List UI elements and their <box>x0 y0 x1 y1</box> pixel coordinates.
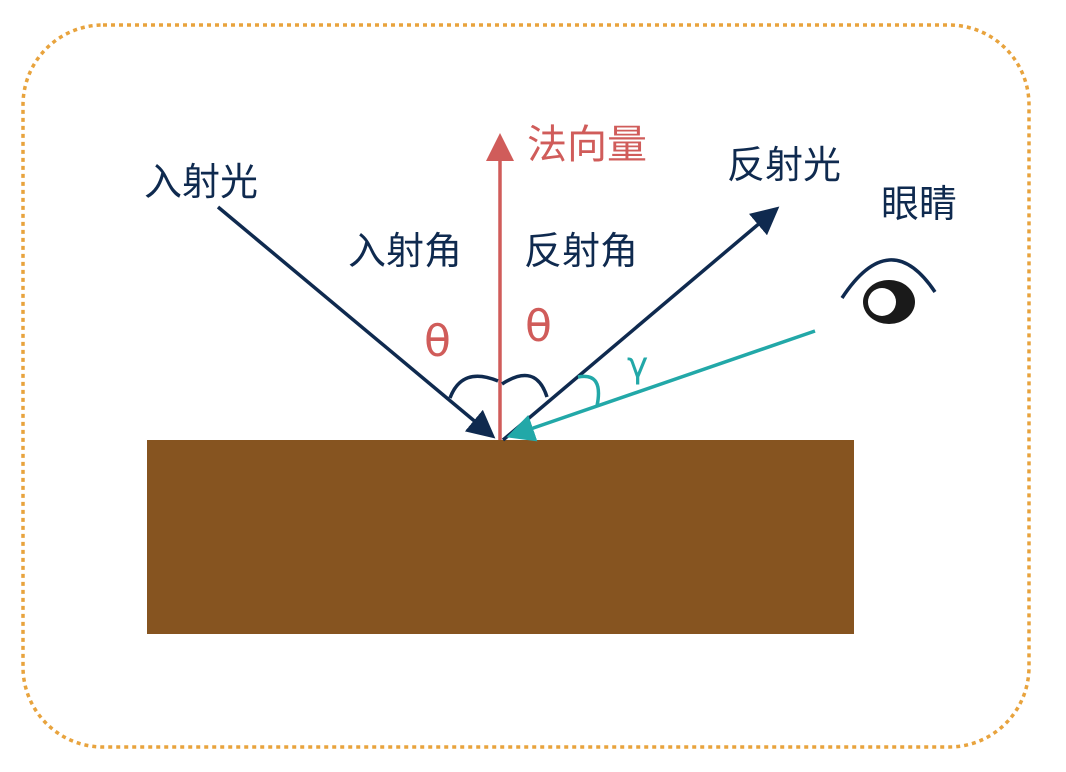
eye-icon <box>840 258 937 324</box>
dotted-border <box>21 23 1031 749</box>
theta-right-label: θ <box>525 301 552 352</box>
incident-light-label: 入射光 <box>144 160 258 204</box>
reflection-angle-arc <box>501 373 549 398</box>
gamma-angle-arc <box>577 374 601 407</box>
view-ray <box>506 329 816 442</box>
incident-ray <box>216 205 496 439</box>
incident-angle-label: 入射角 <box>348 229 462 273</box>
theta-left-label: θ <box>424 316 451 367</box>
normal-vector-label: 法向量 <box>527 122 647 168</box>
gamma-label: γ <box>627 345 648 386</box>
reflected-light-label: 反射光 <box>727 143 841 187</box>
eye-label: 眼睛 <box>881 182 957 226</box>
incident-angle-arc <box>448 374 499 399</box>
reflected-ray <box>501 206 780 442</box>
reflection-angle-label: 反射角 <box>524 229 638 273</box>
reflecting-surface <box>147 440 854 634</box>
